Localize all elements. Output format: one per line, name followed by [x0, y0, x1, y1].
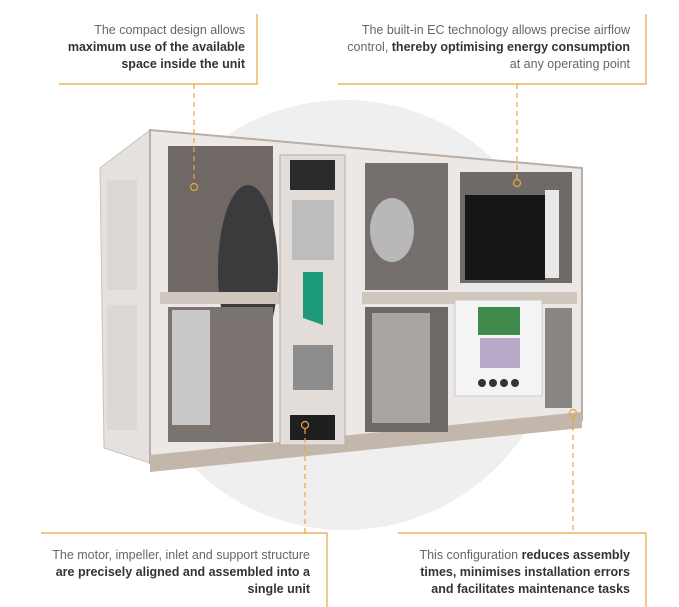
callout-frame-top-left: [59, 14, 258, 85]
marker-dot-icon: [568, 408, 578, 418]
callout-text: The built-in EC technology allows precis…: [347, 23, 630, 54]
callout-emphasis: thereby optimising energy consumption: [391, 40, 630, 54]
callout-frame-bottom-left: [41, 532, 328, 607]
damper-panel: [172, 310, 210, 425]
lower-right-chamber: [545, 308, 572, 408]
unit-base-rail: [150, 412, 582, 472]
bag-filter: [465, 195, 545, 280]
callout-emphasis: maximum use of the available space insid…: [67, 40, 245, 71]
callout-emphasis: are precisely aligned and assembled into…: [55, 565, 310, 596]
callout-frame-top-right: [338, 14, 647, 85]
coil: [372, 313, 430, 423]
side-grille: [107, 305, 137, 430]
terminal-block: [480, 338, 520, 368]
callout-emphasis: reduces assembly times, minimises instal…: [420, 548, 630, 596]
fan-outlet-opening: [290, 415, 335, 440]
callout-ec-technology: The built-in EC technology allows precis…: [340, 22, 630, 73]
side-grille: [107, 180, 137, 290]
brand-label: [303, 272, 323, 325]
marker-dot-icon: [189, 182, 199, 192]
marker-dot-icon: [300, 420, 310, 430]
control-board: [478, 307, 520, 335]
marker-dot-icon: [512, 178, 522, 188]
callout-text: at any operating point: [509, 57, 630, 71]
callout-text: This configuration: [419, 548, 522, 562]
ec-fan-inlet: [370, 198, 414, 262]
callout-configuration: This configuration reduces assembly time…: [400, 547, 630, 598]
callout-compact-design: The compact design allows maximum use of…: [60, 22, 245, 73]
callout-fan-assembly: The motor, impeller, inlet and support s…: [40, 547, 310, 598]
panel-filter: [545, 190, 559, 278]
fan-impeller: [292, 200, 334, 260]
frame-rail: [160, 292, 280, 304]
callout-text: The motor, impeller, inlet and support s…: [52, 548, 310, 562]
callout-text: The compact design allows: [94, 23, 245, 37]
callout-frame-bottom-right: [398, 532, 647, 607]
fan-motor: [293, 345, 333, 390]
fan-inlet-opening: [290, 160, 335, 190]
